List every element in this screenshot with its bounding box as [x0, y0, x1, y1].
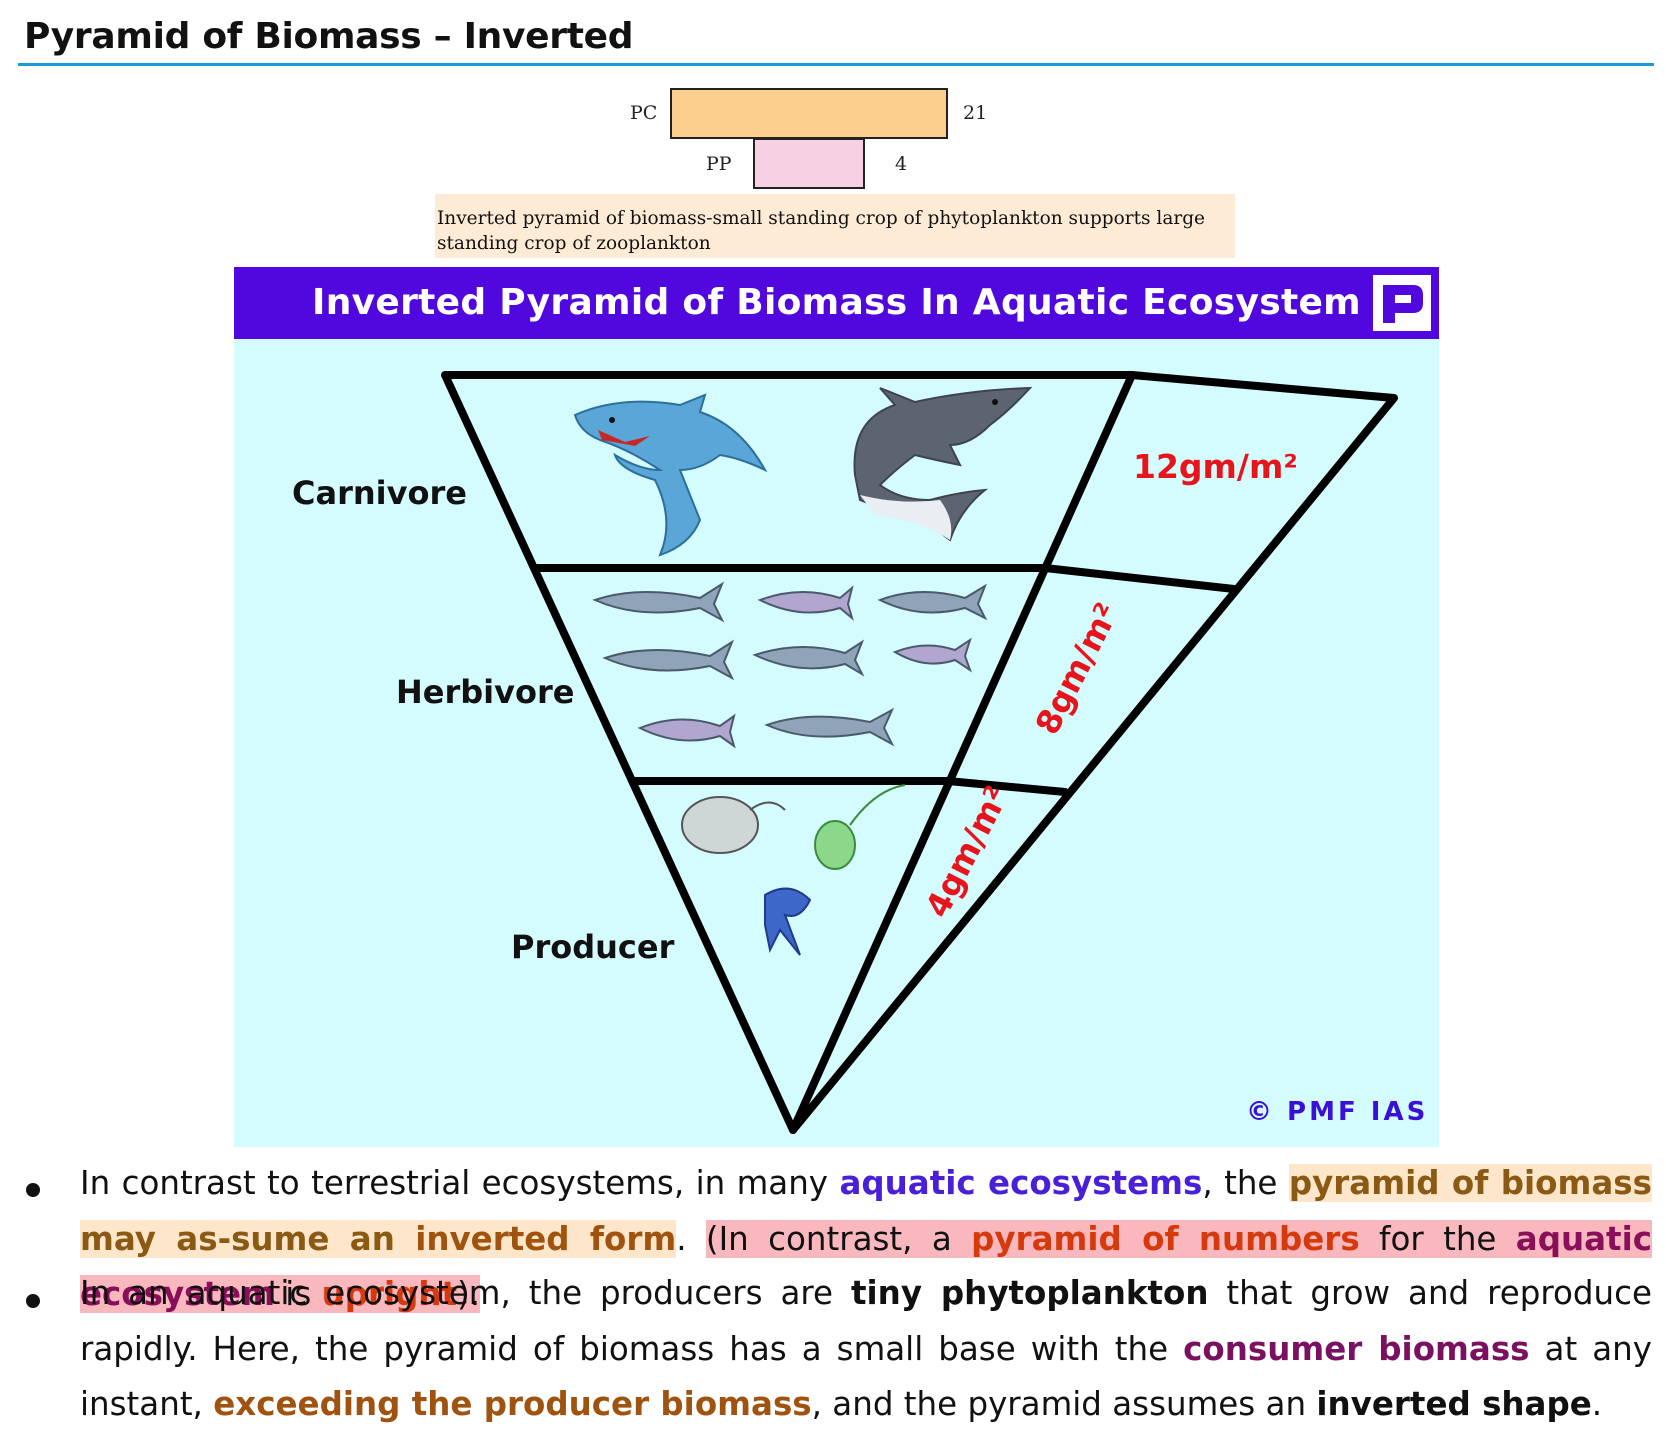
caption-background [435, 194, 1235, 258]
bullet-2-text-run: at any instant, [80, 1329, 1652, 1424]
pc-bar [670, 88, 948, 139]
title-underline [18, 63, 1654, 66]
bullet-2-text-run: , and the pyramid assumes an [811, 1385, 1317, 1423]
bullet-1-text-run: is [274, 1275, 322, 1313]
bullet-1-text-run: upright [321, 1275, 458, 1313]
bullet-1-text-run: pyramid of numbers [971, 1219, 1360, 1258]
bullet-2-text-run: inverted shape [1316, 1385, 1592, 1423]
caption-line-2: standing crop of zooplankton [437, 233, 711, 254]
bullet-2-text-run: exceeding the producer biomass [213, 1385, 812, 1423]
small-pyramid-bars [670, 88, 948, 189]
figure-caption: Inverted pyramid of biomass-small standi… [437, 206, 1237, 256]
bullet-1-text-run: , the [1202, 1164, 1289, 1202]
bullet-2-text-run: that grow and reproduce rapidly. Here, t… [80, 1274, 1653, 1368]
bullet-item-2: In an aquatic ecosystem, the producers a… [80, 1266, 1652, 1433]
bullet-1-text-run: In contrast to terrestrial ecosystems, i… [80, 1164, 840, 1202]
bullet-item-1: In contrast to terrestrial ecosystems, i… [80, 1156, 1652, 1323]
bullet-2-text-run: In an aquatic ecosystem, the producers a… [80, 1274, 851, 1312]
infographic-banner [234, 267, 1439, 339]
bullet-2-text-run: consumer biomass [1183, 1329, 1530, 1368]
bullet-1-text-run: aquatic ecosystems [839, 1164, 1203, 1202]
pp-label: PP [706, 153, 732, 175]
bullet-dot-2 [26, 1294, 40, 1308]
tier-label-carnivore: Carnivore [292, 474, 467, 512]
page-title: Pyramid of Biomass – Inverted [24, 16, 634, 57]
bullet-1-text-run: (In contrast, a [705, 1219, 972, 1258]
pp-value: 4 [895, 153, 908, 175]
pc-label: PC [630, 102, 658, 124]
logo-p-icon [1383, 285, 1423, 323]
copyright-label: © PMF IAS [1246, 1097, 1429, 1127]
infographic-title: Inverted Pyramid of Biomass In Aquatic E… [312, 282, 1361, 323]
pmf-logo [1373, 275, 1431, 331]
bullet-1-text-run: for the [1359, 1219, 1516, 1258]
bullet-2-text-run: . [1591, 1385, 1603, 1423]
bullet-dot-1 [26, 1183, 40, 1197]
bullet-1-text-run: inverted form [415, 1219, 677, 1258]
tier-label-herbivore: Herbivore [396, 673, 575, 711]
caption-line-1: Inverted pyramid of biomass-small standi… [437, 208, 1206, 229]
tier-label-producer: Producer [511, 928, 675, 966]
pc-value: 21 [963, 102, 988, 124]
bullet-2-text-run: tiny phytoplankton [851, 1274, 1209, 1312]
bullet-1-text-run: . [676, 1219, 706, 1258]
bullet-1-text-run: ). [457, 1275, 481, 1313]
pp-bar [753, 138, 865, 189]
